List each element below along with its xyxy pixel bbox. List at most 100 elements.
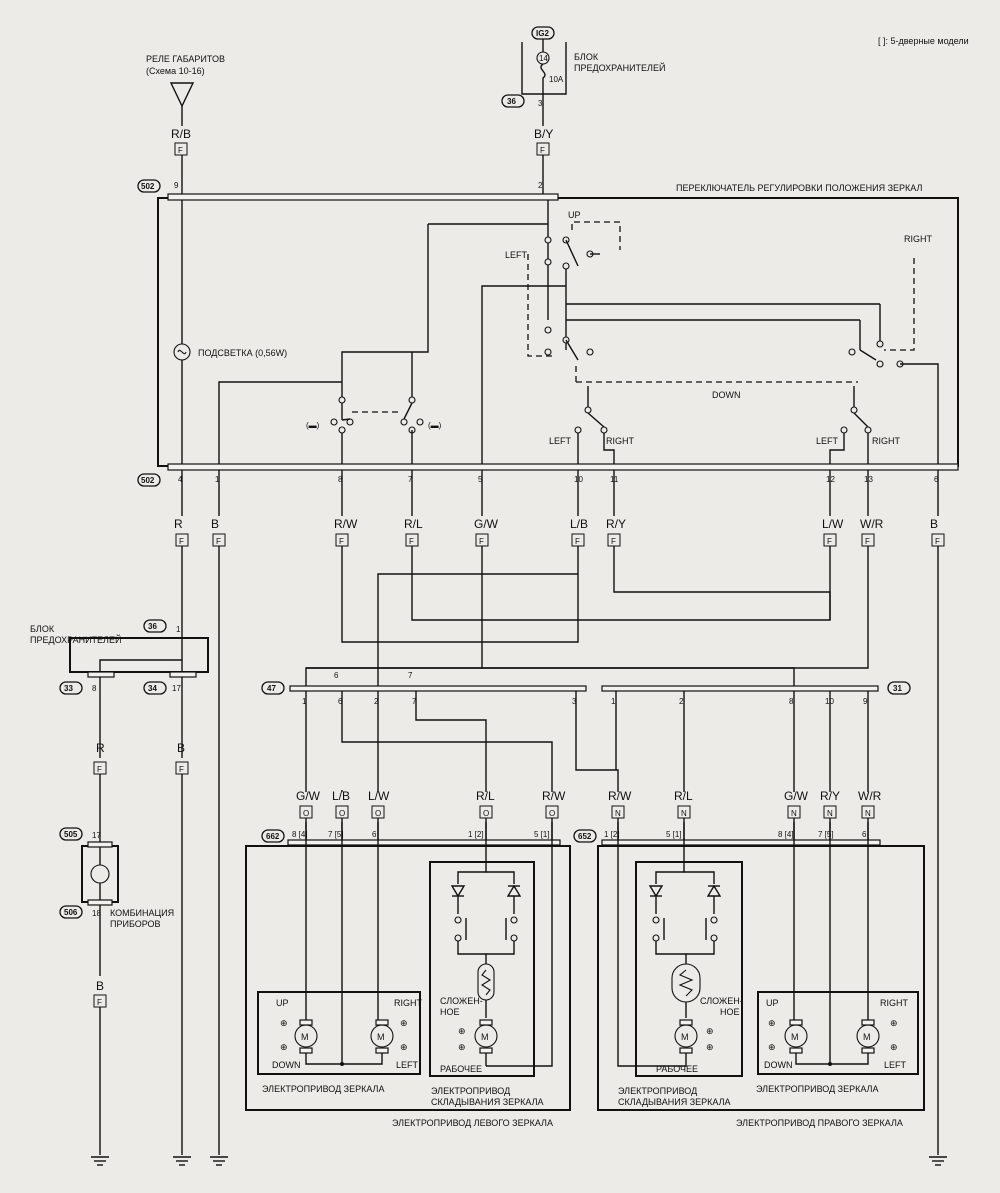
junction-right-conn: 31 <box>893 684 902 693</box>
svg-text:⊕: ⊕ <box>768 1018 776 1028</box>
left-folded-2: НОЕ <box>440 1007 460 1017</box>
left-mirror-pin: 7 [5] <box>328 830 344 839</box>
left-motor-label: ЭЛЕКТРОПРИВОД ЗЕРКАЛА <box>262 1084 384 1094</box>
cluster-pin-bot: 18 <box>92 909 101 918</box>
fuse-left-pin: 1 <box>176 625 181 634</box>
fold-symbol-right: (▬) <box>428 421 442 430</box>
right-right: RIGHT <box>880 998 909 1008</box>
cluster-conn-bot: 506 <box>64 908 78 917</box>
right-mirror-pin: 1 [2] <box>604 830 620 839</box>
cluster-pin-top: 17 <box>92 831 101 840</box>
wire-tag-letter: O <box>549 809 555 818</box>
wire-tag-f: F <box>179 537 184 546</box>
svg-text:⊕: ⊕ <box>400 1042 408 1052</box>
relay-sub: (Схема 10-16) <box>146 66 205 76</box>
wire-tag-letter: O <box>483 809 489 818</box>
wire-tag <box>174 142 188 156</box>
left-fold-label2: СКЛАДЫВАНИЯ ЗЕРКАЛА <box>431 1097 543 1107</box>
junction-pin: 3 <box>572 697 577 706</box>
left-up: UP <box>276 998 289 1008</box>
up-label: UP <box>568 210 581 220</box>
svg-text:⊕: ⊕ <box>768 1042 776 1052</box>
right-mirror-pin: 7 [5] <box>818 830 834 839</box>
diode-icon <box>506 884 522 897</box>
wire-label: R/W <box>334 517 358 531</box>
wire-label: L/W <box>822 517 844 531</box>
junction-pin: 8 <box>789 697 794 706</box>
wire-tag-letter: O <box>303 809 309 818</box>
left-mirror-conn: 662 <box>266 832 280 841</box>
wire-tag-f: F <box>479 537 484 546</box>
motor-m: M <box>301 1032 309 1042</box>
right-mirror-pin: 6 <box>862 830 867 839</box>
right-mirror-title: ЭЛЕКТРОПРИВОД ПРАВОГО ЗЕРКАЛА <box>736 1118 903 1128</box>
wire-tag-f: F <box>179 765 184 774</box>
wire-label: B <box>930 517 938 531</box>
down-label: DOWN <box>712 390 741 400</box>
diode-icon <box>450 885 466 898</box>
wire-label: G/W <box>296 789 321 803</box>
left-mirror-pin: 1 [2] <box>468 830 484 839</box>
svg-text:⊕: ⊕ <box>458 1026 466 1036</box>
fuse-number: 14 <box>539 54 548 63</box>
wire-label: W/R <box>860 517 884 531</box>
wire-label: B <box>211 517 219 531</box>
fuse-amp: 10A <box>549 75 564 84</box>
junction-top-pin: 7 <box>408 671 413 680</box>
junction-pin: 1 <box>302 697 307 706</box>
wire-tag-f: F <box>339 537 344 546</box>
fuse-left-conn-r: 34 <box>148 684 157 693</box>
fuse-top-label2: ПРЕДОХРАНИТЕЛЕЙ <box>574 62 665 73</box>
grounds <box>91 1156 947 1166</box>
wire-b-cluster: B <box>96 979 104 993</box>
indicator-lamp-icon <box>90 864 110 884</box>
instrument-cluster: 505 17 506 18 КОМБИНАЦИЯ ПРИБОРОВ <box>59 827 174 929</box>
relay-arrow-icon <box>169 82 195 108</box>
ig2-label: IG2 <box>536 29 549 38</box>
wire-label: R/Y <box>606 517 626 531</box>
right-down: DOWN <box>764 1060 793 1070</box>
svg-text:⊕: ⊕ <box>706 1042 714 1052</box>
wire-by: B/Y <box>534 127 553 141</box>
right-folded-2: НОЕ <box>720 1007 740 1017</box>
wire-tag-f: F <box>575 537 580 546</box>
left-folded-1: СЛОЖЕН- <box>440 996 483 1006</box>
wire-tag-f: F <box>827 537 832 546</box>
wire-label: R/L <box>674 789 693 803</box>
fuse-top-label1: БЛОК <box>574 52 599 62</box>
switch-bottom-pin: 7 <box>408 475 413 484</box>
switch-conn-bottom: 502 <box>141 476 155 485</box>
junction-pin: 7 <box>412 697 417 706</box>
motor-m: M <box>377 1032 385 1042</box>
svg-text:⊕: ⊕ <box>706 1026 714 1036</box>
motor-m: M <box>681 1032 689 1042</box>
switch-bottom-pin: 8 <box>338 475 343 484</box>
cluster-conn-top: 505 <box>64 830 78 839</box>
wire-tag-letter: N <box>865 809 871 818</box>
switch-bottom-pin: 12 <box>826 475 835 484</box>
wire-tag-f: F <box>865 537 870 546</box>
junction-pin: 9 <box>863 697 868 706</box>
left-fold-label1: ЭЛЕКТРОПРИВОД <box>431 1086 510 1096</box>
wire-tag-f: F <box>216 537 221 546</box>
position-lamp-relay: РЕЛЕ ГАБАРИТОВ (Схема 10-16) <box>146 54 225 126</box>
fuse-block-top: IG2 14 10A БЛОК ПРЕДОХРАНИТЕЛЕЙ 36 3 <box>501 26 665 126</box>
wire-rb: R/B <box>171 127 191 141</box>
left-label-r: LEFT <box>816 436 839 446</box>
cluster-label1: КОМБИНАЦИЯ <box>110 908 174 918</box>
fuse-top-pin: 3 <box>538 99 543 108</box>
right-left: LEFT <box>884 1060 907 1070</box>
mirror-adjust-switch: 502 9 2 ПЕРЕКЛЮЧАТЕЛЬ РЕГУЛИРОВКИ ПОЛОЖЕ… <box>137 179 959 487</box>
wire-tag-f: F <box>178 146 183 155</box>
wire-tag-letter: O <box>375 809 381 818</box>
wire-label: G/W <box>474 517 499 531</box>
wire-b-left: B <box>177 741 185 755</box>
fuse-left-conn: 36 <box>148 622 157 631</box>
right-motor-label: ЭЛЕКТРОПРИВОД ЗЕРКАЛА <box>756 1084 878 1094</box>
wire-tag-f: F <box>540 146 545 155</box>
switch-bottom-pin: 5 <box>478 475 483 484</box>
fuse-left-pin-r: 17 <box>172 684 181 693</box>
left-left: LEFT <box>396 1060 419 1070</box>
switch-pin-2: 2 <box>538 181 543 190</box>
